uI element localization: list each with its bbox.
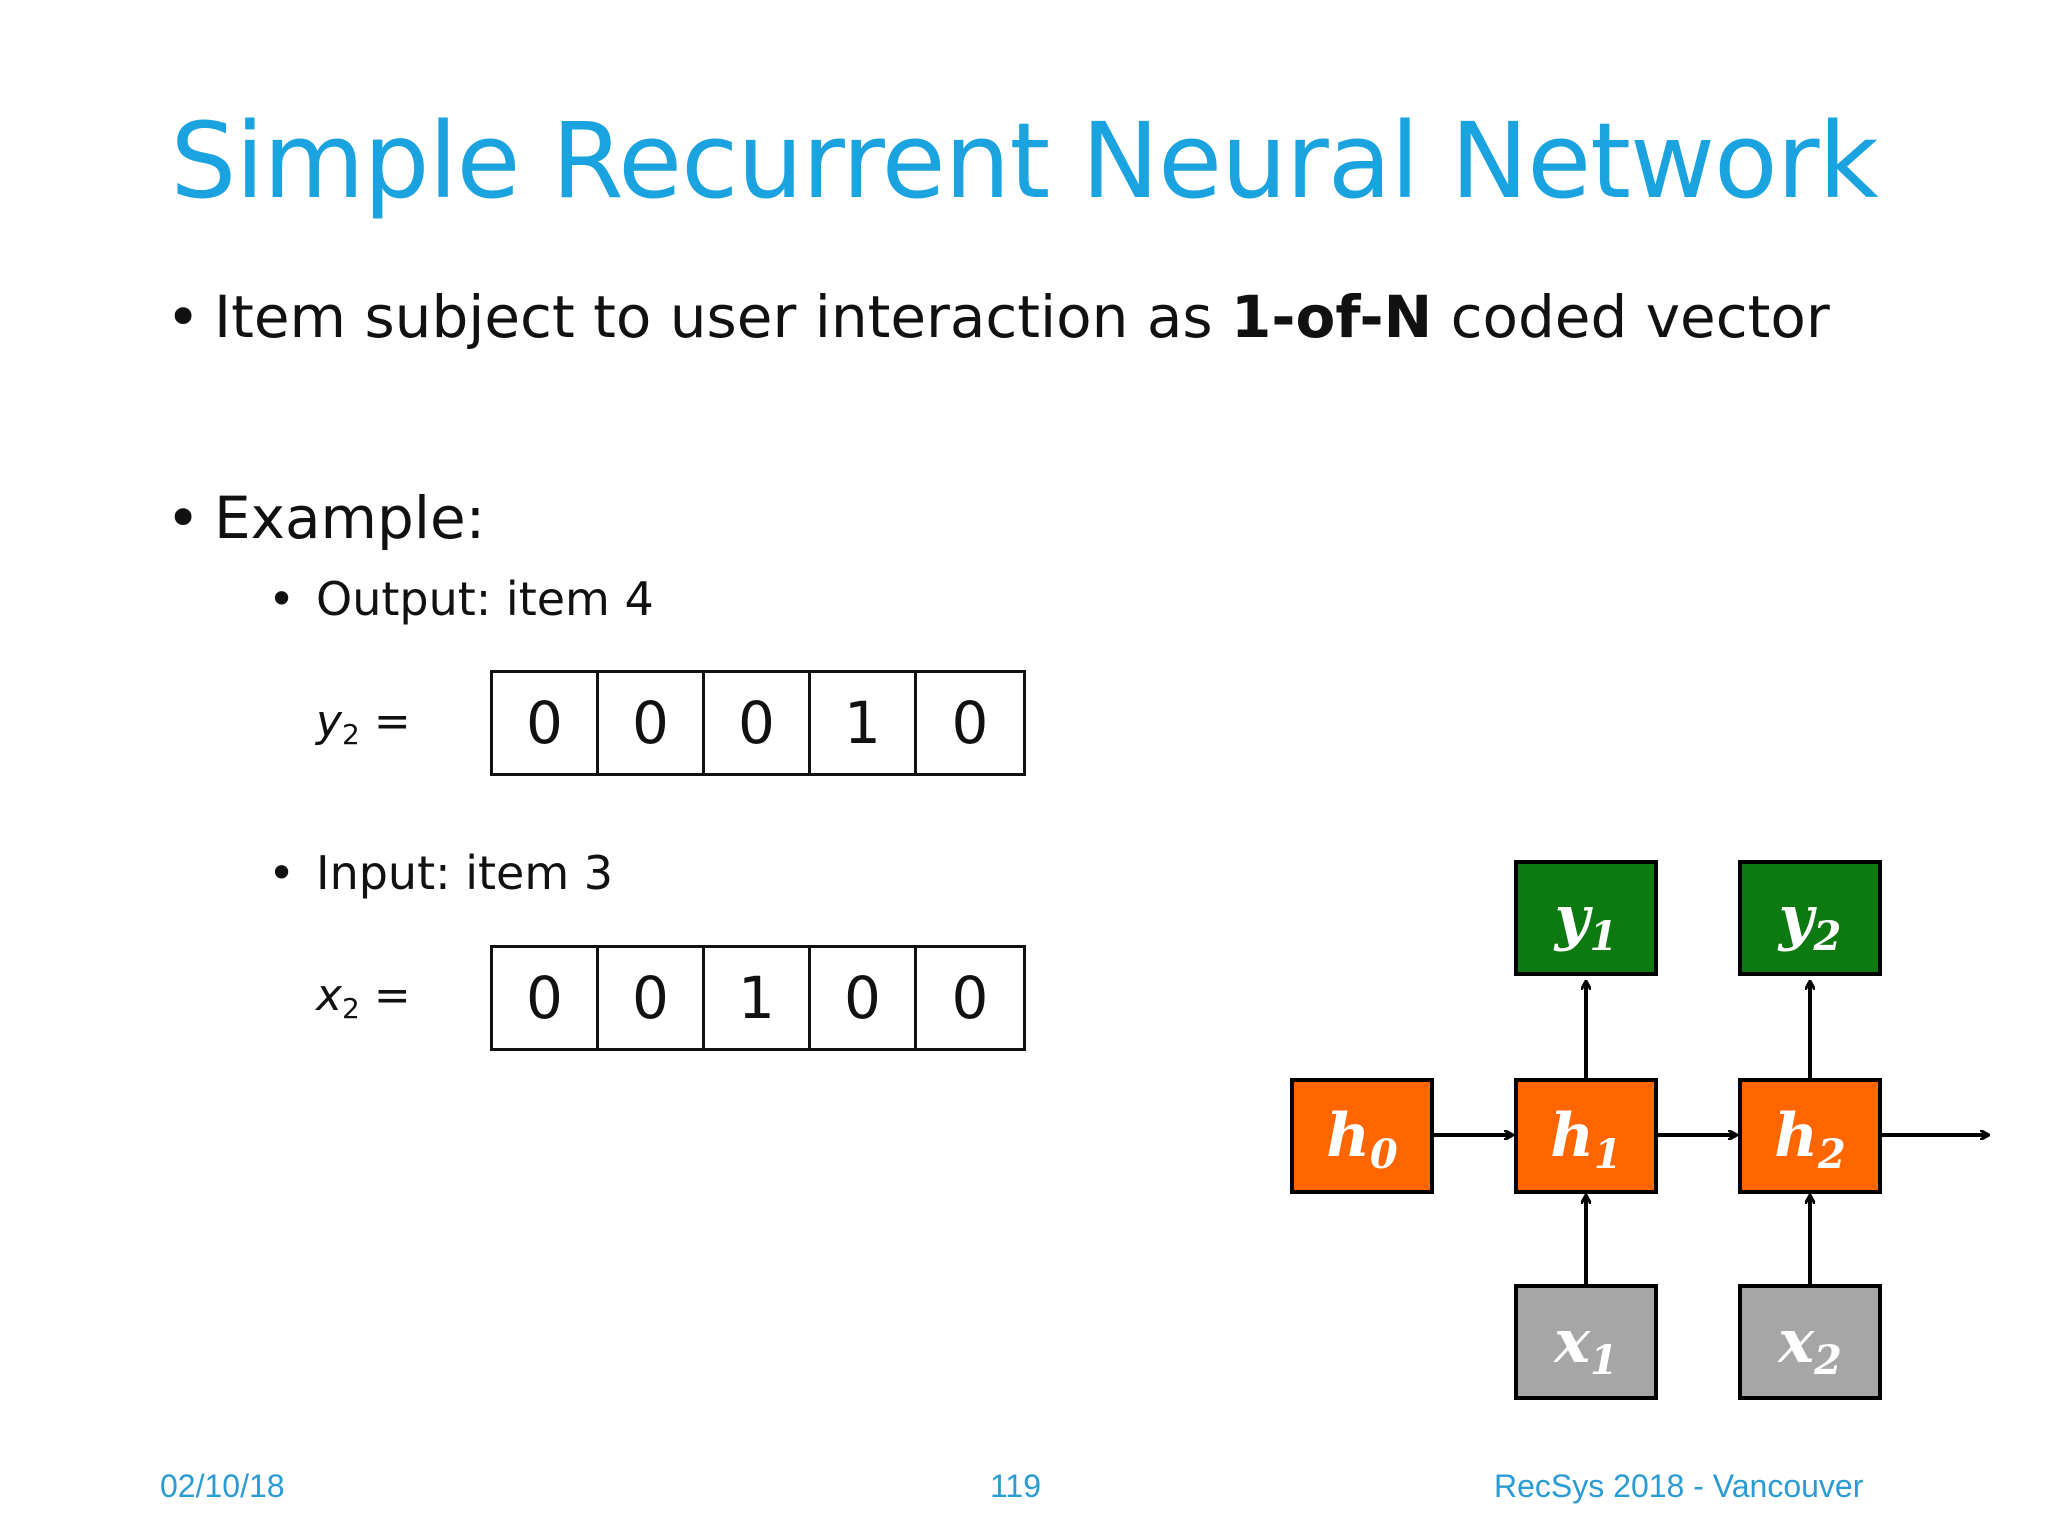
- bullet-text-bold: 1-of-N: [1231, 283, 1433, 351]
- vector-cell: 0: [599, 673, 705, 773]
- node-box: [1290, 1078, 1434, 1194]
- node-box: [1514, 860, 1658, 976]
- node-box: [1738, 860, 1882, 976]
- vector-cell: 0: [599, 948, 705, 1048]
- node-y2: y2: [1738, 860, 1882, 976]
- node-box: [1738, 1284, 1882, 1400]
- bullet-dot: •: [268, 846, 296, 900]
- input-label: Input: item 3: [316, 846, 614, 900]
- node-h1: h1: [1514, 1078, 1658, 1194]
- footer-event: RecSys 2018 - Vancouver: [1494, 1468, 1864, 1504]
- output-label: Output: item 4: [316, 572, 654, 626]
- sub-bullet-input: • Input: item 3: [268, 846, 614, 900]
- node-label: h2: [1774, 1101, 1845, 1178]
- input-sub: 2: [342, 992, 360, 1025]
- footer-page-number: 119: [990, 1468, 1042, 1504]
- node-label: y1: [1553, 883, 1618, 960]
- footer-date: 02/10/18: [160, 1468, 285, 1504]
- bullet-text-post: coded vector: [1432, 283, 1830, 351]
- bullet-one-of-n: • Item subject to user interaction as 1-…: [166, 283, 1830, 351]
- input-eq-sign: =: [373, 970, 411, 1021]
- input-vector: 0 0 1 0 0: [490, 945, 1026, 1051]
- input-equation-label: x2 =: [316, 970, 411, 1025]
- node-label: h0: [1326, 1101, 1398, 1178]
- output-vector: 0 0 0 1 0: [490, 670, 1026, 776]
- output-sub: 2: [342, 718, 360, 751]
- node-label: x1: [1552, 1307, 1618, 1384]
- output-var: y: [316, 696, 343, 747]
- bullet-dot: •: [268, 572, 296, 626]
- node-label: h1: [1550, 1101, 1621, 1178]
- node-h0: h0: [1290, 1078, 1434, 1194]
- vector-cell: 0: [951, 964, 989, 1032]
- vector-cell: 0: [493, 673, 599, 773]
- output-eq-sign: =: [373, 696, 411, 747]
- bullet-text-pre: Item subject to user interaction as: [214, 283, 1232, 351]
- node-h2: h2: [1738, 1078, 1882, 1194]
- vector-cell: 1: [811, 673, 917, 773]
- node-label: y2: [1777, 883, 1842, 960]
- vector-cell: 0: [493, 948, 599, 1048]
- vector-cell: 0: [951, 689, 989, 757]
- node-label: x2: [1776, 1307, 1842, 1384]
- node-box: [1514, 1284, 1658, 1400]
- output-equation-label: y2 =: [316, 696, 411, 751]
- sub-bullet-output: • Output: item 4: [268, 572, 654, 626]
- bullet-dot: •: [166, 283, 201, 351]
- bullet-example-text: Example:: [214, 484, 486, 552]
- vector-cell: 0: [811, 948, 917, 1048]
- node-x1: x1: [1514, 1284, 1658, 1400]
- node-y1: y1: [1514, 860, 1658, 976]
- bullet-dot: •: [166, 484, 201, 552]
- node-x2: x2: [1738, 1284, 1882, 1400]
- vector-cell: 0: [705, 673, 811, 773]
- bullet-example: • Example:: [166, 484, 486, 552]
- node-box: [1738, 1078, 1882, 1194]
- input-var: x: [316, 970, 343, 1021]
- vector-cell: 1: [705, 948, 811, 1048]
- node-box: [1514, 1078, 1658, 1194]
- slide-title: Simple Recurrent Neural Network: [170, 100, 1878, 222]
